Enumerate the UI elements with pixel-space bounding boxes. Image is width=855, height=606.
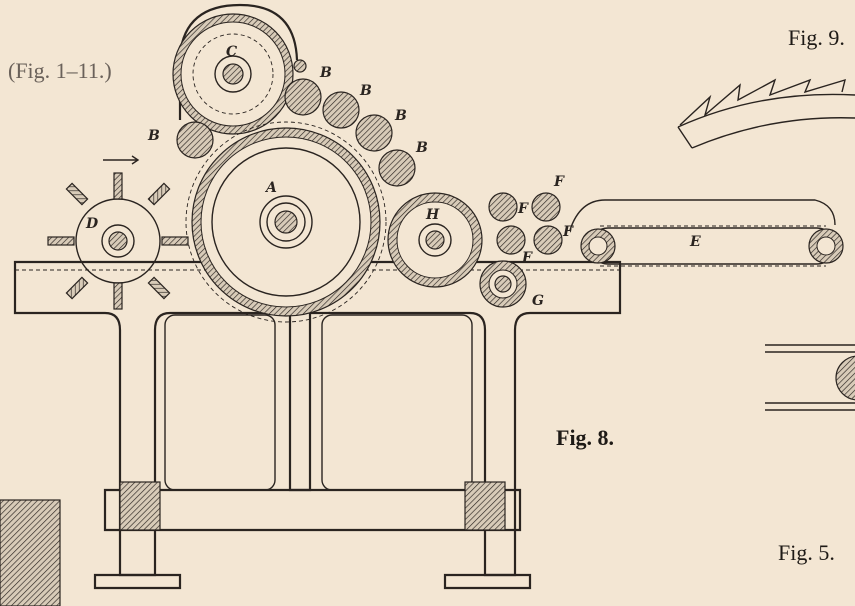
conveyor-belt-e [569, 199, 844, 267]
label-f: F [521, 250, 533, 266]
label-b: B [394, 108, 407, 124]
label-b: B [359, 83, 372, 99]
label-a: A [264, 180, 277, 196]
label-d: D [85, 216, 99, 232]
figure-range-caption: (Fig. 1–11.) [8, 58, 112, 83]
fig5-fragment [765, 344, 855, 411]
label-f: F [517, 201, 529, 217]
label-h: H [425, 207, 440, 223]
label-c: C [226, 44, 237, 60]
label-b: B [415, 140, 428, 156]
doffer-h [387, 192, 483, 288]
machine-frame [13, 260, 622, 590]
hatched-block [0, 499, 61, 606]
fig9-caption: Fig. 9. [788, 25, 845, 50]
worker-rollers-b [176, 78, 416, 187]
fig8-caption: Fig. 8. [556, 425, 614, 450]
label-f: F [562, 224, 574, 240]
fig5-caption: Fig. 5. [778, 540, 835, 565]
fig9-card-tooth-detail [677, 78, 855, 149]
rollers-f-g [479, 192, 563, 308]
label-b: B [147, 128, 160, 144]
cylinder-c [172, 3, 307, 135]
label-b: B [319, 65, 332, 81]
label-f: F [553, 174, 565, 190]
label-e: E [689, 234, 701, 250]
beater-d [47, 155, 189, 310]
label-g: G [532, 293, 544, 309]
main-cylinder-a [185, 121, 387, 323]
